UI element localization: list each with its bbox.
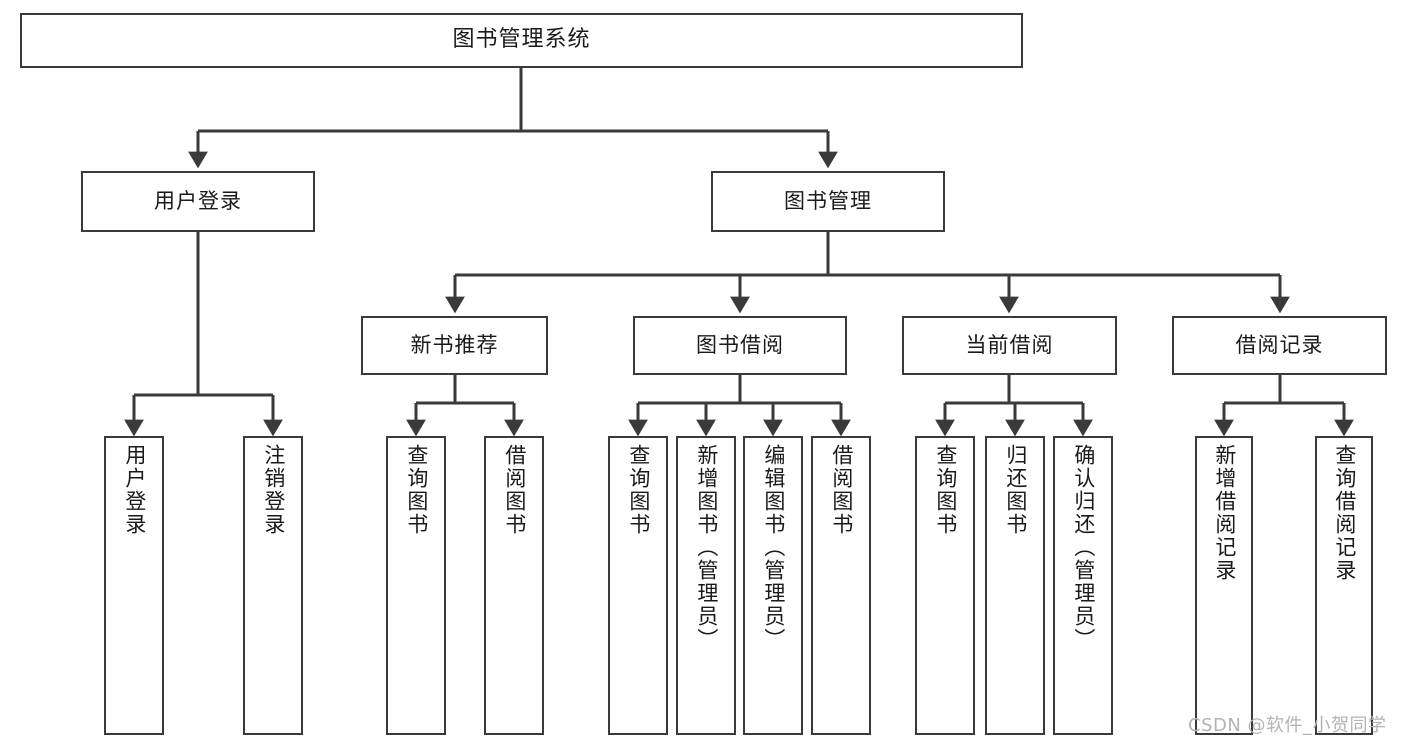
node-root[interactable]: 图书管理系统 <box>20 13 1023 68</box>
leaf-borrow-edit[interactable]: 编辑图书（管理员） <box>743 436 803 735</box>
leaf-borrow-add[interactable]: 新增图书（管理员） <box>676 436 736 735</box>
node-borrow-record[interactable]: 借阅记录 <box>1172 316 1387 375</box>
watermark: CSDN @软件_小贺同学 <box>1188 715 1387 736</box>
node-book-manage[interactable]: 图书管理 <box>711 171 945 232</box>
leaf-label: 确认归还（管理员） <box>1071 444 1096 651</box>
node-user-login[interactable]: 用户登录 <box>81 171 315 232</box>
leaf-label: 编辑图书（管理员） <box>761 444 786 651</box>
node-current-borrow[interactable]: 当前借阅 <box>902 316 1117 375</box>
leaf-user-login[interactable]: 用户登录 <box>104 436 164 735</box>
leaf-user-logout[interactable]: 注销登录 <box>243 436 303 735</box>
leaf-label: 查询借阅记录 <box>1332 444 1357 582</box>
node-new-book-rec[interactable]: 新书推荐 <box>361 316 548 375</box>
leaf-rec-borrow[interactable]: 借阅图书 <box>484 436 544 735</box>
leaf-label: 注销登录 <box>261 444 286 536</box>
leaf-label: 用户登录 <box>122 444 147 536</box>
leaf-label: 查询图书 <box>404 444 429 536</box>
leaf-cur-query[interactable]: 查询图书 <box>915 436 975 735</box>
leaf-cur-confirm[interactable]: 确认归还（管理员） <box>1053 436 1113 735</box>
leaf-rec-query[interactable]: 查询图书 <box>386 436 446 735</box>
leaf-label: 新增图书（管理员） <box>694 444 719 651</box>
leaf-label: 新增借阅记录 <box>1212 444 1237 582</box>
leaf-label: 借阅图书 <box>829 444 854 536</box>
leaf-record-add[interactable]: 新增借阅记录 <box>1195 436 1253 735</box>
node-book-borrow[interactable]: 图书借阅 <box>633 316 847 375</box>
leaf-label: 归还图书 <box>1003 444 1028 536</box>
leaf-label: 借阅图书 <box>502 444 527 536</box>
leaf-label: 查询图书 <box>933 444 958 536</box>
leaf-label: 查询图书 <box>626 444 651 536</box>
leaf-borrow-query[interactable]: 查询图书 <box>608 436 668 735</box>
leaf-record-query[interactable]: 查询借阅记录 <box>1315 436 1373 735</box>
leaf-cur-return[interactable]: 归还图书 <box>985 436 1045 735</box>
leaf-borrow-do[interactable]: 借阅图书 <box>811 436 871 735</box>
